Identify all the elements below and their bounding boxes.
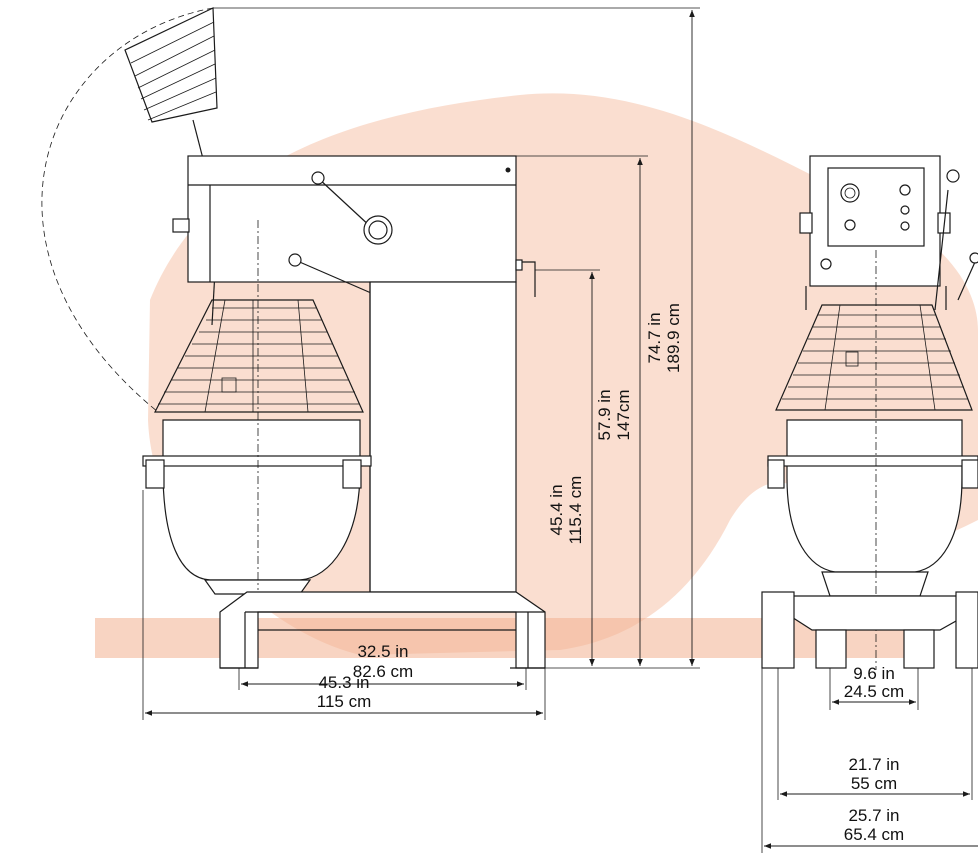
bowl-guard — [154, 299, 364, 413]
base-width-inner-cm-label: 55 cm — [851, 774, 897, 793]
total-height-in-label: 74.7 in — [645, 312, 664, 363]
base-depth-outer-cm-label: 115 cm — [317, 692, 372, 711]
guard-swing-arc — [41, 7, 214, 413]
base-width-inner-in-label: 21.7 in — [848, 755, 899, 774]
front-foot-left — [761, 591, 795, 669]
mixer-head — [187, 155, 517, 283]
base-depth-outer-in-label: 45.3 in — [318, 673, 369, 692]
base-depth-inner-in-label: 32.5 in — [357, 642, 408, 661]
total-height-cm-label: 189.9 cm — [664, 303, 683, 373]
leg-spacing-cm-label: 24.5 cm — [844, 682, 904, 701]
base-depth-inner-cm-label: 82.6 cm — [353, 662, 413, 681]
stop-button-icon — [899, 184, 911, 196]
timer-dial-icon — [840, 183, 860, 203]
mixer-column — [369, 281, 517, 593]
dimension-lines — [142, 7, 978, 853]
mixer-base — [219, 591, 546, 669]
column-height-cm-label: 115.4 cm — [566, 476, 585, 545]
front-view-mixer — [761, 155, 978, 670]
dimension-labels: 74.7 in 189.9 cm 57.9 in 147cm 45.4 in 1… — [317, 303, 904, 844]
base-width-outer-cm-label: 65.4 cm — [844, 825, 904, 844]
column-height-in-label: 45.4 in — [547, 484, 566, 535]
head-height-cm-label: 147cm — [614, 389, 633, 440]
leg-spacing-in-label: 9.6 in — [853, 664, 895, 683]
control-panel — [827, 167, 925, 247]
start-button-icon — [900, 205, 910, 215]
side-view-mixer — [41, 7, 546, 669]
open-guard — [124, 7, 223, 326]
mixer-bowl — [162, 419, 361, 581]
base-width-outer-in-label: 25.7 in — [848, 806, 899, 825]
head-height-in-label: 57.9 in — [595, 389, 614, 440]
